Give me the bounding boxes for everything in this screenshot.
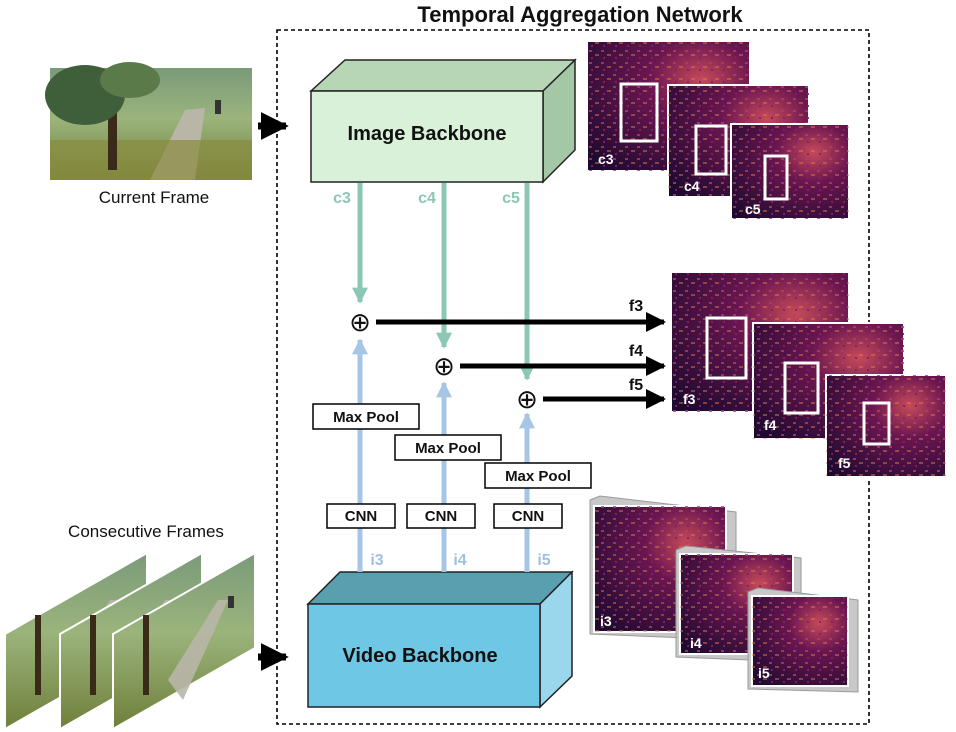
fused-feature-maps: f3 f4 f5 <box>670 271 947 478</box>
cnn-box-5: CNN <box>493 503 563 529</box>
image-backbone-top-face <box>309 59 577 92</box>
video-feature-maps: i3 i4 i5 <box>589 495 859 693</box>
map-label: c4 <box>684 178 700 194</box>
f5-label: f5 <box>629 377 643 394</box>
image-backbone-block: Image Backbone <box>309 58 577 184</box>
map-label: c5 <box>745 201 761 217</box>
f3-label: f3 <box>629 298 643 315</box>
cnn-box-4: CNN <box>406 503 476 529</box>
max-pool-box-5: Max Pool <box>484 462 592 489</box>
map-label: i3 <box>600 613 612 629</box>
current-frame-caption: Current Frame <box>99 188 210 207</box>
feature-map-c5: c5 <box>730 123 850 220</box>
max-pool-box-3: Max Pool <box>312 403 420 430</box>
image-backbone-front-face <box>310 90 544 183</box>
consecutive-frames-caption: Consecutive Frames <box>68 522 224 541</box>
cnn-label: CNN <box>425 508 458 525</box>
i3-label: i3 <box>370 552 383 569</box>
cnn-label: CNN <box>345 508 378 525</box>
video-backbone-front-face <box>307 603 541 708</box>
current-frame-photo <box>45 62 252 180</box>
feature-map-f5: f5 <box>825 374 947 478</box>
consecutive-frames-stack <box>4 551 256 731</box>
i5-label: i5 <box>537 552 550 569</box>
c4-label: c4 <box>418 190 436 207</box>
consecutive-frame <box>112 551 256 731</box>
map-label: f5 <box>838 455 851 471</box>
max-pool-label: Max Pool <box>415 440 481 457</box>
fusion-node-5: ⊕ <box>516 385 538 415</box>
fusion-node-3: ⊕ <box>349 308 371 338</box>
video-backbone-block: Video Backbone <box>306 570 574 709</box>
feature-map-i5: i5 <box>747 587 859 693</box>
fusion-node-4: ⊕ <box>433 352 455 382</box>
cnn-label: CNN <box>512 508 545 525</box>
video-backbone-label: Video Backbone <box>342 645 497 667</box>
max-pool-label: Max Pool <box>505 468 571 485</box>
map-label: c3 <box>598 151 614 167</box>
max-pool-box-4: Max Pool <box>394 434 502 461</box>
c3-label: c3 <box>333 190 351 207</box>
c5-label: c5 <box>502 190 520 207</box>
map-label: f4 <box>764 417 777 433</box>
max-pool-label: Max Pool <box>333 409 399 426</box>
image-feature-maps: c3 c4 c5 <box>586 40 850 220</box>
map-label: i5 <box>758 665 770 681</box>
video-backbone-top-face <box>306 571 574 605</box>
diagram-title: Temporal Aggregation Network <box>417 2 743 27</box>
map-label: f3 <box>683 391 696 407</box>
cnn-box-3: CNN <box>326 503 396 529</box>
image-backbone-label: Image Backbone <box>348 123 507 145</box>
map-label: i4 <box>690 635 702 651</box>
f4-label: f4 <box>629 343 643 360</box>
i4-label: i4 <box>453 552 466 569</box>
